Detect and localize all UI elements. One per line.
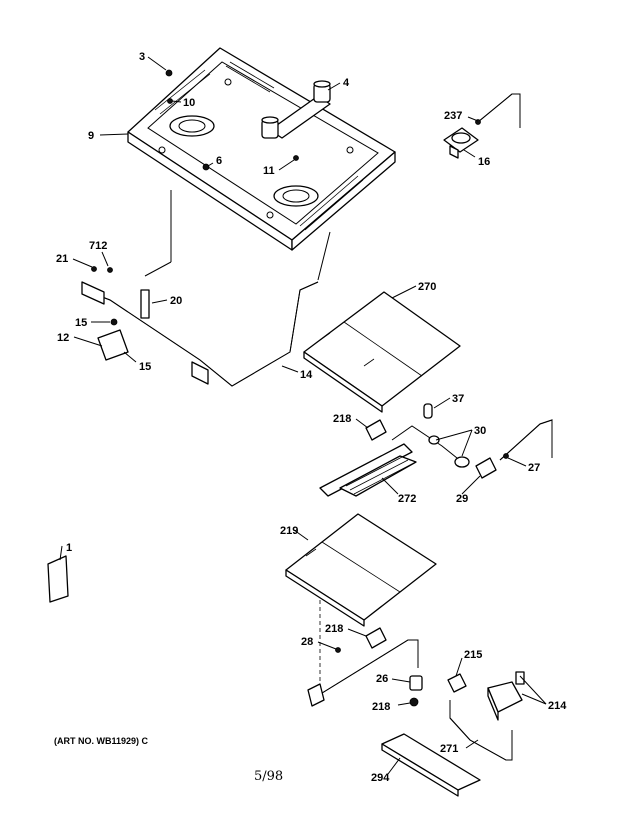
callout-9: 9: [88, 130, 94, 142]
screw-part-21: [91, 266, 97, 272]
oven-burner-part-272: [319, 443, 417, 497]
spacer-part-28: [335, 647, 341, 653]
callout-271: 271: [440, 743, 458, 755]
screw-part-3: [165, 69, 173, 77]
callout-15-lower: 15: [139, 361, 151, 373]
callout-219: 219: [280, 525, 298, 537]
callout-218-lower: 218: [372, 701, 390, 713]
callout-21: 21: [56, 253, 68, 265]
callout-16: 16: [478, 156, 490, 168]
screw-part-712: [107, 267, 113, 273]
screw-part-6: [202, 163, 210, 171]
callout-215: 215: [464, 649, 482, 661]
callout-218-upper: 218: [333, 413, 351, 425]
leader-lines: [72, 56, 547, 775]
screw-part-10: [167, 98, 173, 104]
callout-237: 237: [444, 110, 462, 122]
literature-part-1: [47, 545, 69, 603]
callout-30: 30: [474, 425, 486, 437]
top-burner-orifice-part: [443, 93, 521, 159]
orifice-fitting-part-29: [475, 457, 497, 479]
callout-3: 3: [139, 51, 145, 63]
fitting-part-215: [447, 673, 467, 693]
callout-294: 294: [371, 772, 390, 784]
clip-part-37: [423, 403, 433, 419]
callout-20: 20: [170, 295, 182, 307]
pilot-tube-part-271: [449, 700, 513, 761]
callout-214: 214: [548, 700, 567, 712]
gas-valve-part-20: [140, 289, 150, 319]
callout-4: 4: [343, 77, 350, 89]
broil-burner-part: [307, 627, 419, 707]
revision-date: 5/98: [254, 769, 283, 784]
callout-28: 28: [301, 636, 313, 648]
clip-part-15: [110, 318, 118, 326]
callout-27: 27: [528, 462, 540, 474]
oven-valve-part-214: [487, 671, 525, 721]
burner-tube-part-30: [365, 419, 470, 468]
callout-270: 270: [418, 281, 436, 293]
callout-26: 26: [376, 673, 388, 685]
callout-11: 11: [263, 165, 275, 177]
callout-272: 272: [398, 493, 416, 505]
callout-10: 10: [183, 97, 195, 109]
callout-29: 29: [456, 493, 468, 505]
nut-part-218: [409, 697, 419, 707]
oven-gas-line-part-27: [499, 419, 553, 461]
callout-14: 14: [300, 369, 313, 381]
callout-15-upper: 15: [75, 317, 87, 329]
callout-12: 12: [57, 332, 69, 344]
burner-valve-assembly: [261, 80, 331, 161]
callout-37: 37: [452, 393, 464, 405]
burner-box-part: [127, 47, 396, 251]
bracket-part-294: [381, 733, 481, 797]
callout-712: 712: [89, 240, 107, 252]
manifold-pipe-part: [81, 281, 319, 387]
heat-shield-part-270: [303, 291, 461, 413]
callout-1: 1: [66, 542, 72, 554]
broil-shield-part-219: [285, 513, 437, 627]
orifice-part-26: [409, 675, 423, 691]
art-number: (ART NO. WB11929) C: [54, 736, 149, 746]
callout-218-middle: 218: [325, 623, 343, 635]
callout-6: 6: [216, 155, 222, 167]
